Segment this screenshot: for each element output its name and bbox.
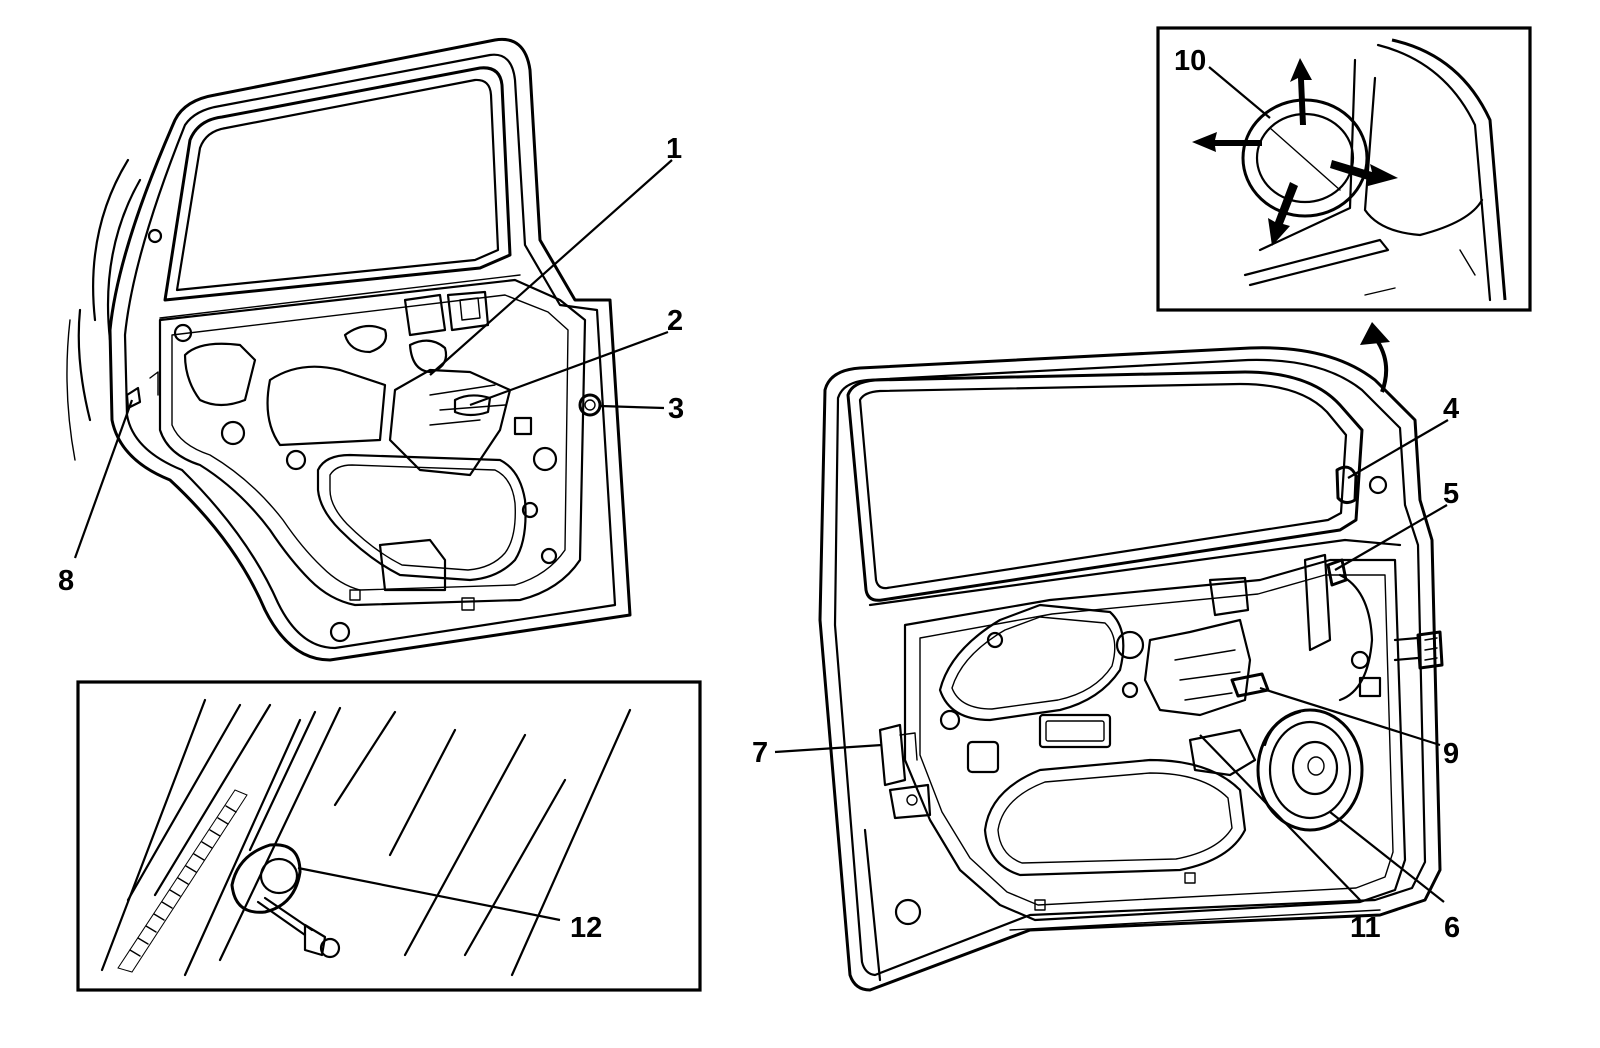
leader-lines — [73, 66, 1449, 922]
callout-7: 7 — [752, 737, 768, 769]
callout-9: 9 — [1443, 738, 1459, 770]
callout-1: 1 — [666, 133, 682, 165]
callout-3: 3 — [668, 393, 684, 425]
callout-8: 8 — [58, 565, 74, 597]
inset-bottom-left — [76, 680, 702, 992]
callout-6: 6 — [1444, 912, 1460, 944]
callout-labels: 1 2 3 4 5 6 7 8 9 10 11 12 — [58, 45, 1460, 944]
front-door-illustration — [818, 346, 1444, 992]
inset-top-right — [1156, 26, 1532, 312]
callout-2: 2 — [667, 305, 683, 337]
rear-door-illustration — [66, 37, 632, 662]
curved-arrow — [1360, 322, 1390, 393]
callout-10: 10 — [1174, 45, 1206, 77]
callout-5: 5 — [1443, 478, 1459, 510]
callout-4: 4 — [1443, 393, 1459, 425]
callout-11: 11 — [1350, 912, 1381, 944]
callout-12: 12 — [570, 912, 602, 944]
